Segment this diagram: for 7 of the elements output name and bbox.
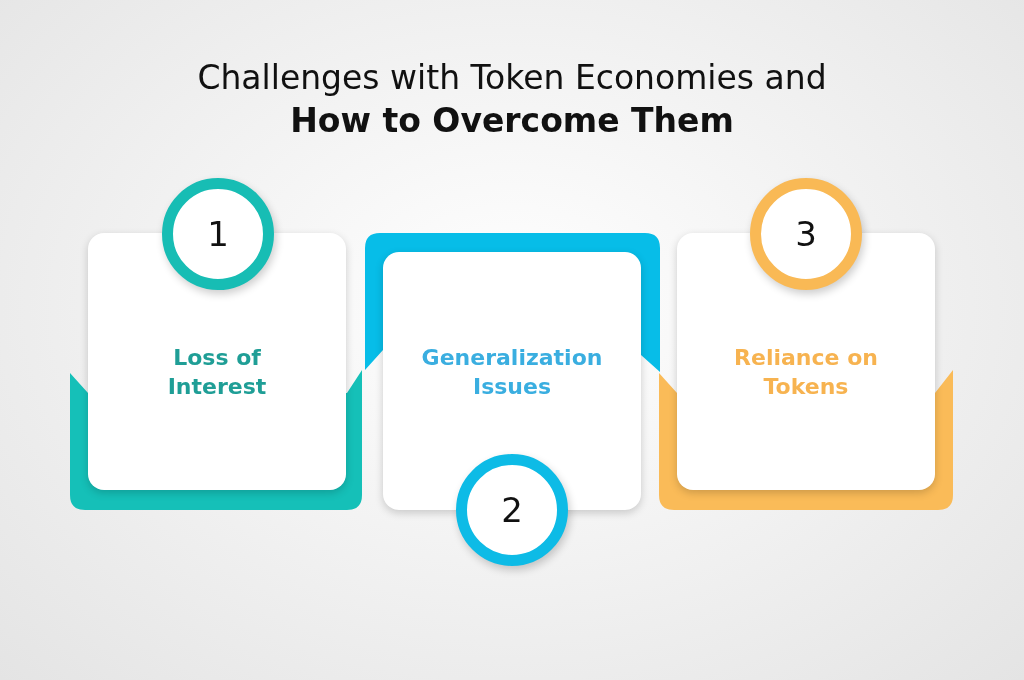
challenge-heading: Reliance on Tokens [733, 344, 879, 401]
challenge-heading: Generalization Issues [420, 344, 604, 401]
number-circle: 3 [750, 178, 862, 290]
title: Challenges with Token Economies and How to Overcome Them [196, 57, 828, 142]
challenge-heading: Loss of Interest [166, 344, 268, 401]
number-circle: 1 [162, 178, 274, 290]
number-circle: 2 [456, 454, 568, 566]
